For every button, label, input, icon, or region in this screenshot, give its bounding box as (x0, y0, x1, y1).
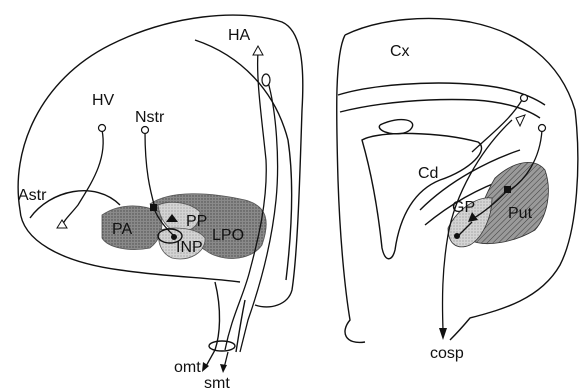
right-medial-outline (337, 35, 365, 342)
put-terminal (504, 186, 511, 193)
nstr-tract (145, 132, 155, 208)
corpus-callosum (338, 83, 545, 105)
ha-arrow (253, 46, 263, 55)
hv-tract (62, 130, 103, 226)
label-omt: omt (174, 359, 201, 376)
label-cosp: cosp (430, 345, 464, 362)
label-GP: GP (452, 199, 475, 216)
label-LPO: LPO (212, 227, 244, 244)
label-HA: HA (228, 27, 251, 44)
label-Nstr: Nstr (135, 109, 165, 126)
brainstem-left (215, 282, 220, 350)
left-hemisphere-outline (18, 15, 303, 307)
cx-soma-a (521, 95, 528, 102)
gp-terminal (454, 233, 460, 239)
ha-soma (262, 74, 270, 86)
hv-soma (99, 125, 106, 132)
cx-soma-b (539, 125, 546, 132)
label-Cd: Cd (418, 165, 438, 182)
nstr-soma (142, 127, 149, 134)
label-PA: PA (112, 221, 132, 238)
left-panel: HA HV Nstr Astr PA PP INP LPO omt smt (18, 15, 303, 390)
label-Astr: Astr (18, 187, 47, 204)
right-panel: Cx Cd GP Put cosp (337, 18, 578, 362)
label-Cx: Cx (390, 43, 410, 60)
label-INP: INP (176, 239, 203, 256)
label-HV: HV (92, 92, 115, 109)
label-PP: PP (186, 213, 207, 230)
astr-arrow (57, 220, 67, 228)
smt-arrowhead (220, 364, 227, 373)
cosp-arrowhead (439, 328, 447, 340)
label-Put: Put (508, 205, 533, 222)
fornix-curl (379, 120, 412, 134)
label-smt: smt (204, 375, 230, 390)
cx-arrow-a (516, 115, 525, 126)
nstr-terminal (150, 204, 157, 211)
tract-ring (209, 341, 235, 351)
